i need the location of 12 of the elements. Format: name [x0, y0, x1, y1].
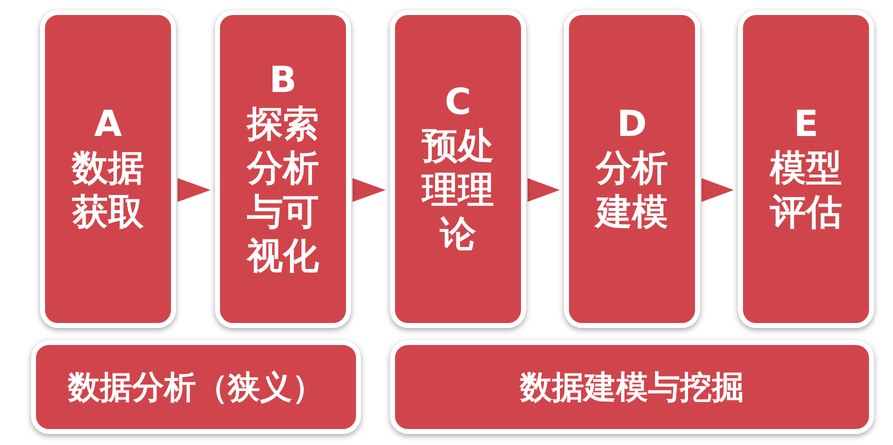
step-letter: E	[794, 103, 818, 147]
step-letter: A	[94, 103, 122, 147]
step-letter: B	[269, 59, 297, 103]
step-title: 数据获取	[70, 147, 145, 235]
step-title: 模型评估	[768, 147, 843, 235]
step-title: 探索分析与可视化	[245, 103, 320, 279]
step-letter: C	[444, 81, 472, 125]
step-title: 分析建模	[594, 147, 669, 235]
step-title: 数据分析（狭义）	[68, 367, 324, 407]
step-title: 预处理理论	[420, 125, 495, 257]
step-letter: D	[617, 103, 647, 147]
step-title: 数据建模与挖掘	[520, 367, 744, 407]
